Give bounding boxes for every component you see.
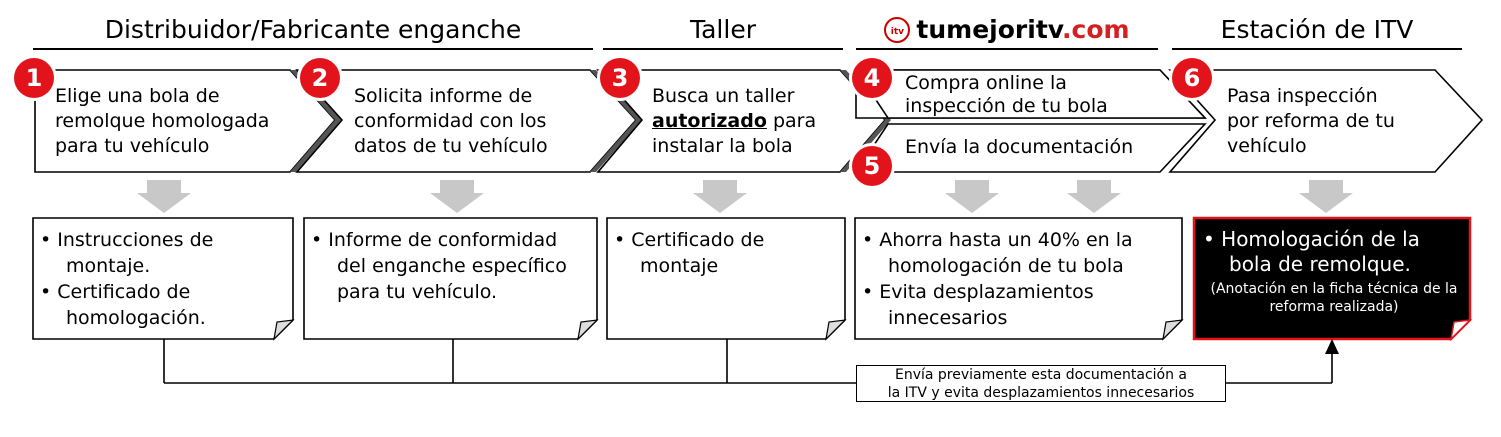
step-5-text: Envía la documentación: [905, 135, 1133, 160]
box-3-item: • Certificado de montaje: [614, 229, 765, 277]
box-1-item: • Certificado de homologación.: [40, 281, 206, 329]
box-5-item-text: Homologación de la bola de remolque.: [1221, 227, 1420, 276]
down-arrow-icon: [137, 180, 191, 213]
step-1-badge: 1: [14, 58, 54, 98]
step-3-line2-rest: para: [766, 110, 817, 132]
down-arrows: [137, 180, 1353, 213]
box-4-text: • Ahorra hasta un 40% en la homologación…: [862, 227, 1174, 331]
logo-text: tumejoritv.com: [916, 12, 1129, 48]
box-3-text: • Certificado de montaje: [614, 227, 829, 279]
step-6-badge: 6: [1172, 58, 1212, 98]
step-1-text: Elige una bola de remolque homologada pa…: [55, 84, 269, 159]
step-2-badge: 2: [300, 58, 340, 98]
header-itv-label: Estación de ITV: [1220, 15, 1414, 44]
header-distribuidor: Distribuidor/Fabricante enganche: [33, 12, 593, 50]
step-3-line: Busca un taller: [652, 85, 795, 107]
bottom-note-line: Envía previamente esta documentación a: [895, 367, 1187, 383]
step-5-badge: 5: [852, 146, 892, 186]
box-3-item-text: Certificado de montaje: [631, 229, 765, 277]
down-arrow-icon: [693, 180, 747, 213]
step-6-line: Pasa inspección: [1227, 85, 1378, 107]
box-5-text: • Homologación de la bola de remolque.: [1203, 227, 1465, 277]
box-4-item-text: Ahorra hasta un 40% en la homologación d…: [879, 229, 1133, 277]
bottom-note-line: la ITV y evita desplazamientos innecesar…: [887, 385, 1195, 401]
header-taller-label: Taller: [689, 15, 756, 44]
box-2-text: • Informe de conformidad del enganche es…: [311, 227, 571, 305]
step-3-line: instalar la bola: [652, 135, 793, 157]
step-6-line: por reforma de tu: [1227, 110, 1395, 132]
step-2-line: Solicita informe de: [354, 85, 533, 107]
down-arrow-icon: [430, 180, 484, 213]
bottom-note: Envía previamente esta documentación a l…: [856, 365, 1226, 402]
step-2-line: datos de tu vehículo: [354, 135, 548, 157]
step-3-text: Busca un taller autorizado para instalar…: [652, 84, 816, 159]
step-6-chevron: [1168, 69, 1484, 173]
box-1-item-text: Certificado de homologación.: [57, 281, 206, 329]
step-1-line: remolque homologada: [55, 110, 270, 132]
box-5-item: • Homologación de la bola de remolque.: [1203, 227, 1420, 276]
step-4-badge: 4: [852, 58, 892, 98]
logo-prefix: tumejoritv: [916, 15, 1063, 44]
step-6-line: vehículo: [1227, 135, 1307, 157]
header-distribuidor-label: Distribuidor/Fabricante enganche: [104, 15, 522, 44]
step-4-text: Compra online la inspección de tu bola: [905, 72, 1108, 118]
box-1-fold: [273, 319, 295, 341]
itv-logo-icon: itv: [884, 17, 911, 43]
step-4-line: inspección de tu bola: [905, 95, 1108, 117]
connector-lines: [163, 339, 1333, 384]
up-arrow-icon: [1325, 339, 1339, 354]
step-1-line: para tu vehículo: [55, 135, 210, 157]
box-2-item-text: Informe de conformidad del enganche espe…: [328, 229, 567, 303]
box-2-fold: [577, 319, 599, 341]
step-1-line: Elige una bola de: [55, 85, 220, 107]
step-5-line: Envía la documentación: [905, 136, 1134, 158]
box-1-item-text: Instrucciones de montaje.: [57, 229, 214, 277]
box-1-text: • Instrucciones de montaje. • Certificad…: [40, 227, 285, 331]
box-4-item-text: Evita desplazamientos innecesarios: [879, 281, 1094, 329]
box-5-fold: [1449, 318, 1473, 342]
box-3-fold: [825, 319, 847, 341]
header-taller: Taller: [603, 12, 843, 50]
down-arrow-icon: [945, 180, 999, 213]
step-3-bold: autorizado: [652, 110, 767, 132]
step-2-line: conformidad con los: [354, 110, 547, 132]
box-5-note: (Anotación en la ficha técnica de la ref…: [1210, 281, 1458, 315]
box-4-fold: [1162, 319, 1184, 341]
step-3-line: autorizado para: [652, 109, 816, 134]
step-4-line: Compra online la: [905, 72, 1067, 94]
step-4-chevron-top: [854, 69, 1207, 119]
down-arrow-icon: [1299, 180, 1353, 213]
header-tumejoritv-logo: itv tumejoritv.com: [856, 12, 1158, 50]
step-6-text: Pasa inspección por reforma de tu vehícu…: [1227, 84, 1395, 159]
logo-suffix: .com: [1062, 15, 1130, 44]
header-itv: Estación de ITV: [1172, 12, 1462, 50]
box-4-item: • Evita desplazamientos innecesarios: [862, 281, 1094, 329]
box-1-item: • Instrucciones de montaje.: [40, 229, 214, 277]
step-2-text: Solicita informe de conformidad con los …: [354, 84, 548, 159]
step-3-badge: 3: [600, 58, 640, 98]
box-4-item: • Ahorra hasta un 40% en la homologación…: [862, 229, 1133, 277]
down-arrow-icon: [1067, 180, 1121, 213]
box-2-item: • Informe de conformidad del enganche es…: [311, 229, 567, 303]
